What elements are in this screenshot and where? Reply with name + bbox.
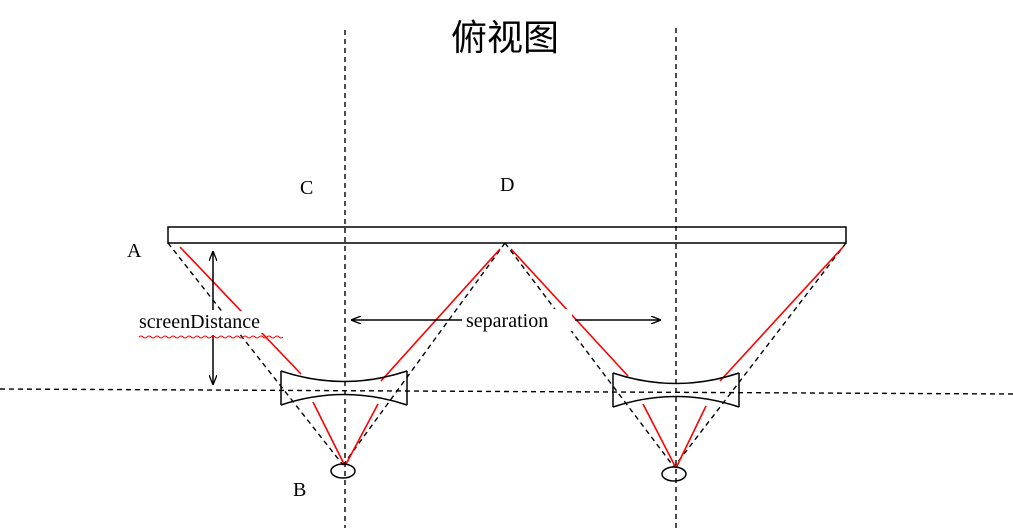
screen-distance-label: screenDistance: [139, 311, 260, 333]
label-b: B: [293, 479, 306, 501]
lens-plane-line: [0, 388, 1013, 395]
left-eye-ellipse: [330, 463, 356, 479]
red-rays: [179, 246, 844, 469]
frustum-dashed-lines: [167, 242, 847, 468]
left-lens: [280, 370, 408, 406]
spellcheck-underline: [138, 335, 284, 339]
right-eye-ellipse: [661, 466, 687, 482]
diagram-title: 俯视图: [451, 18, 559, 59]
right-lens: [612, 372, 740, 408]
separation-label-bg: [464, 309, 572, 331]
screen-distance-label-bg: [138, 311, 286, 333]
separation-label: separation: [466, 310, 548, 332]
label-c: C: [300, 177, 313, 199]
label-d: D: [500, 174, 514, 196]
label-a: A: [127, 240, 142, 262]
screen-bar: [167, 226, 847, 244]
